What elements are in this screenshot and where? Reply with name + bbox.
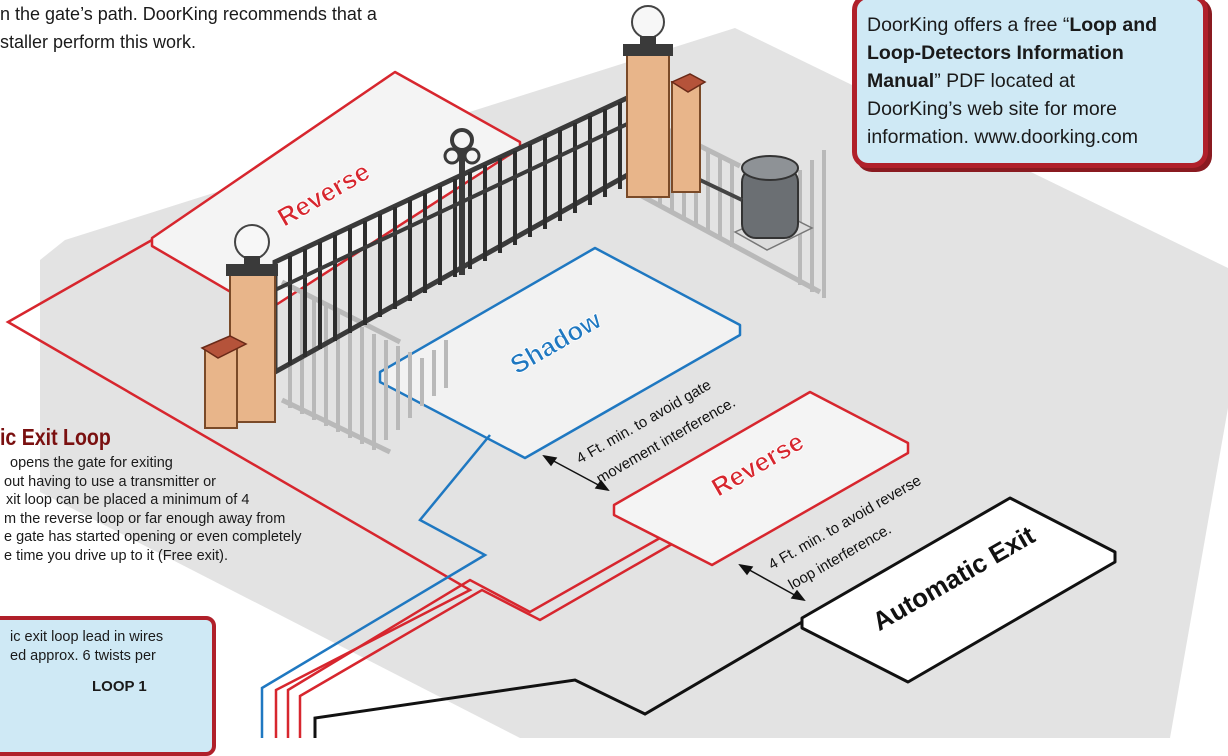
exit-loop-description: opens the gate for exiting out having to… xyxy=(0,454,390,566)
right-pillar xyxy=(623,6,705,197)
info-line-5: information. www.doorking.com xyxy=(867,123,1189,151)
loop-1-label: LOOP 1 xyxy=(92,678,147,695)
wire-note-line-1: ic exit loop lead in wires xyxy=(10,628,212,647)
exit-line-2: out having to use a transmitter or xyxy=(0,473,390,492)
exit-line-1: opens the gate for exiting xyxy=(0,454,390,473)
info-line-4: DoorKing’s web site for more xyxy=(867,95,1189,123)
intro-line-2: staller perform this work. xyxy=(0,28,520,56)
intro-line-1: n the gate’s path. DoorKing recommends t… xyxy=(0,0,520,28)
exit-line-4: m the reverse loop or far enough away fr… xyxy=(0,510,390,529)
info-line-1-bold: Loop and xyxy=(1069,14,1157,36)
manual-info-box: DoorKing offers a free “Loop and Loop-De… xyxy=(852,0,1208,168)
wire-note-line-2: ed approx. 6 twists per xyxy=(10,647,212,666)
info-line-1-pre: DoorKing offers a free “ xyxy=(867,14,1069,36)
exit-loop-title: ic Exit Loop xyxy=(0,424,111,451)
exit-line-5: e gate has started opening or even compl… xyxy=(0,528,390,547)
info-line-3-post: ” PDF located at xyxy=(934,70,1075,92)
info-line-2-bold: Loop-Detectors Information xyxy=(867,42,1124,64)
info-line-3-bold: Manual xyxy=(867,70,934,92)
exit-line-3: xit loop can be placed a minimum of 4 xyxy=(0,491,390,510)
intro-text: n the gate’s path. DoorKing recommends t… xyxy=(0,0,520,56)
exit-line-6: e time you drive up to it (Free exit). xyxy=(0,547,390,566)
